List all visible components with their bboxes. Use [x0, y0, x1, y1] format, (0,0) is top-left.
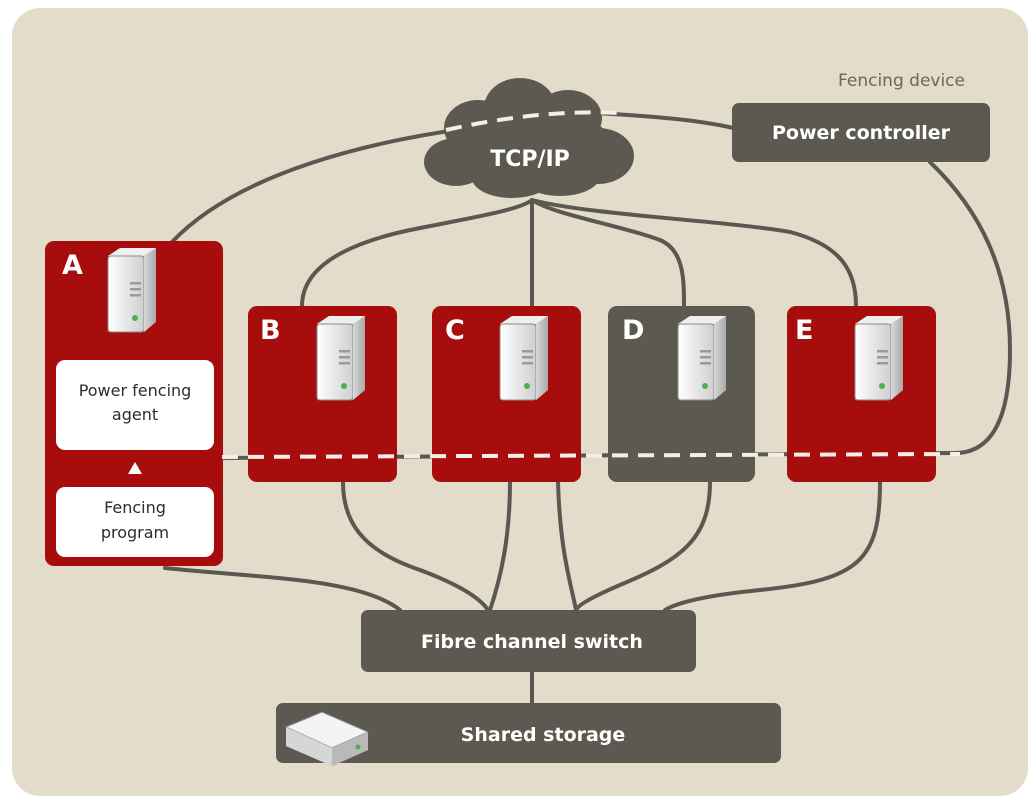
network-link-d — [530, 198, 686, 308]
node-d-letter: D — [622, 315, 644, 346]
san-link-a — [163, 566, 402, 612]
fencing-device-caption: Fencing device — [838, 71, 965, 91]
fencing-program-box — [56, 487, 214, 557]
network-link-e — [530, 198, 858, 308]
fibre-channel-switch-box — [361, 610, 696, 672]
node-b: B — [248, 306, 397, 482]
node-a-server-icon — [107, 247, 157, 333]
power-control-line — [218, 160, 1013, 460]
san-link-e — [663, 480, 882, 612]
tcpip-dashed-line — [445, 110, 619, 132]
fibre-channel-switch-label: Fibre channel switch — [421, 631, 643, 653]
power-fencing-agent-box — [56, 360, 214, 450]
network-link-a — [170, 126, 472, 244]
power-fencing-agent-line1: Power fencing — [79, 381, 192, 400]
power-controller-label: Power controller — [772, 122, 951, 144]
up-arrow-icon — [128, 462, 142, 474]
node-d: D — [608, 306, 755, 482]
node-e: E — [787, 306, 936, 482]
network-link-b — [300, 198, 534, 308]
tcpip-label: TCP/IP — [490, 147, 570, 172]
tcpip-cloud — [424, 78, 634, 198]
shared-storage-box — [276, 703, 781, 763]
power-control-dashes — [221, 452, 961, 459]
power-controller-box — [732, 103, 990, 162]
node-b-letter: B — [260, 315, 281, 346]
node-e-letter: E — [795, 315, 813, 346]
node-b-server-icon — [316, 315, 366, 401]
node-c-letter: C — [445, 315, 465, 346]
node-e-server-icon — [854, 315, 904, 401]
node-a: A Power fencing agent Fencing program — [45, 241, 223, 566]
storage-disk-icon — [284, 711, 370, 766]
node-a-letter: A — [62, 250, 83, 281]
node-c-server-icon — [499, 315, 549, 401]
node-c: C — [432, 306, 581, 482]
fencing-program-line2: program — [101, 523, 169, 542]
power-fencing-agent-line2: agent — [112, 405, 158, 424]
fencing-program-line1: Fencing — [104, 498, 166, 517]
san-link-c — [488, 480, 512, 612]
san-link-d2 — [574, 480, 712, 612]
san-link-d — [556, 480, 578, 612]
shared-storage-label: Shared storage — [461, 724, 626, 746]
san-link-b — [341, 480, 490, 612]
node-d-server-icon — [677, 315, 727, 401]
